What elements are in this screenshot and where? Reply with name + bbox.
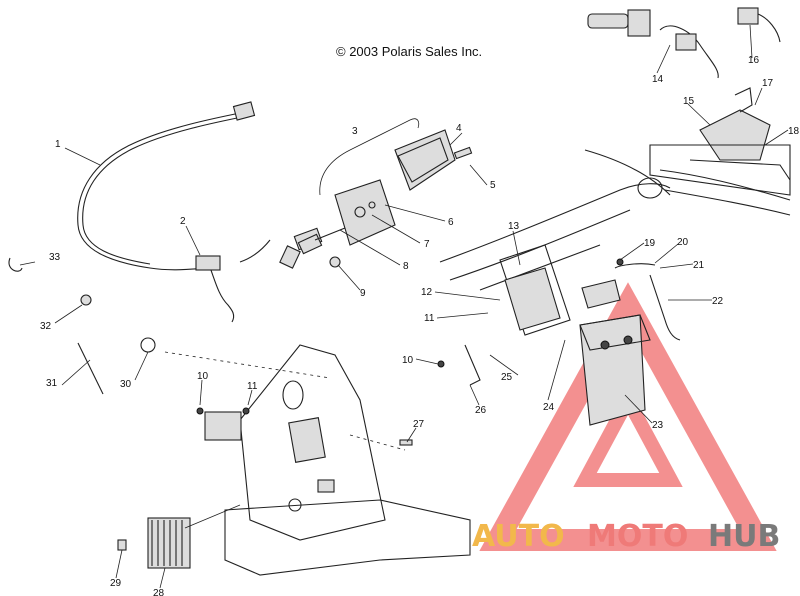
callout-19: 19 (644, 238, 656, 249)
tail-light-assembly (297, 118, 473, 268)
callout-24: 24 (543, 402, 555, 413)
watermark-triangle (479, 282, 777, 551)
callout-8: 8 (403, 261, 409, 272)
handlebar-components (587, 7, 791, 196)
watermark-auto: AUTO (472, 519, 565, 554)
callout-11-right: 11 (424, 313, 435, 324)
callout-29: 29 (110, 578, 122, 589)
callout-9: 9 (360, 288, 366, 299)
callout-5: 5 (490, 180, 496, 191)
watermark-logo: AUTO MOTO HUB (472, 519, 780, 554)
callout-14: 14 (652, 74, 664, 85)
callout-30: 30 (120, 379, 132, 390)
copyright-notice: © 2003 Polaris Sales Inc. (336, 44, 483, 59)
callout-28: 28 (153, 588, 165, 596)
callout-20: 20 (677, 237, 689, 248)
callout-2: 2 (180, 216, 186, 227)
callout-25: 25 (501, 372, 513, 383)
callout-1: 1 (55, 139, 61, 150)
callout-3: 3 (352, 126, 358, 137)
callout-11-left: 11 (247, 381, 258, 392)
callout-26: 26 (475, 405, 487, 416)
callout-27: 27 (413, 419, 425, 430)
callout-17: 17 (762, 78, 774, 89)
small-parts (8, 257, 481, 551)
callout-33: 33 (49, 252, 61, 263)
mounting-plate (147, 344, 471, 576)
callout-10-right: 10 (402, 355, 414, 366)
callout-10-left: 10 (197, 371, 209, 382)
battery-group (499, 244, 681, 426)
callout-6: 6 (448, 217, 454, 228)
wire-harness (77, 101, 323, 323)
callout-31: 31 (46, 378, 58, 389)
watermark-moto: MOTO (587, 519, 688, 554)
watermark-hub: HUB (708, 519, 780, 554)
frame-rails (439, 149, 791, 291)
callout-7: 7 (424, 239, 430, 250)
callout-32: 32 (40, 321, 52, 332)
callout-22: 22 (712, 296, 724, 307)
callout-18: 18 (788, 126, 800, 137)
callout-23: 23 (652, 420, 664, 431)
callout-21: 21 (693, 260, 705, 271)
callout-12: 12 (421, 287, 433, 298)
callout-leaders (19, 24, 789, 589)
callout-labels: 1 2 3 4 5 6 7 8 9 10 10 11 11 12 13 14 1… (40, 55, 800, 596)
callout-4: 4 (456, 123, 462, 134)
callout-16: 16 (748, 55, 760, 66)
callout-15: 15 (683, 96, 695, 107)
callout-13: 13 (508, 221, 520, 232)
